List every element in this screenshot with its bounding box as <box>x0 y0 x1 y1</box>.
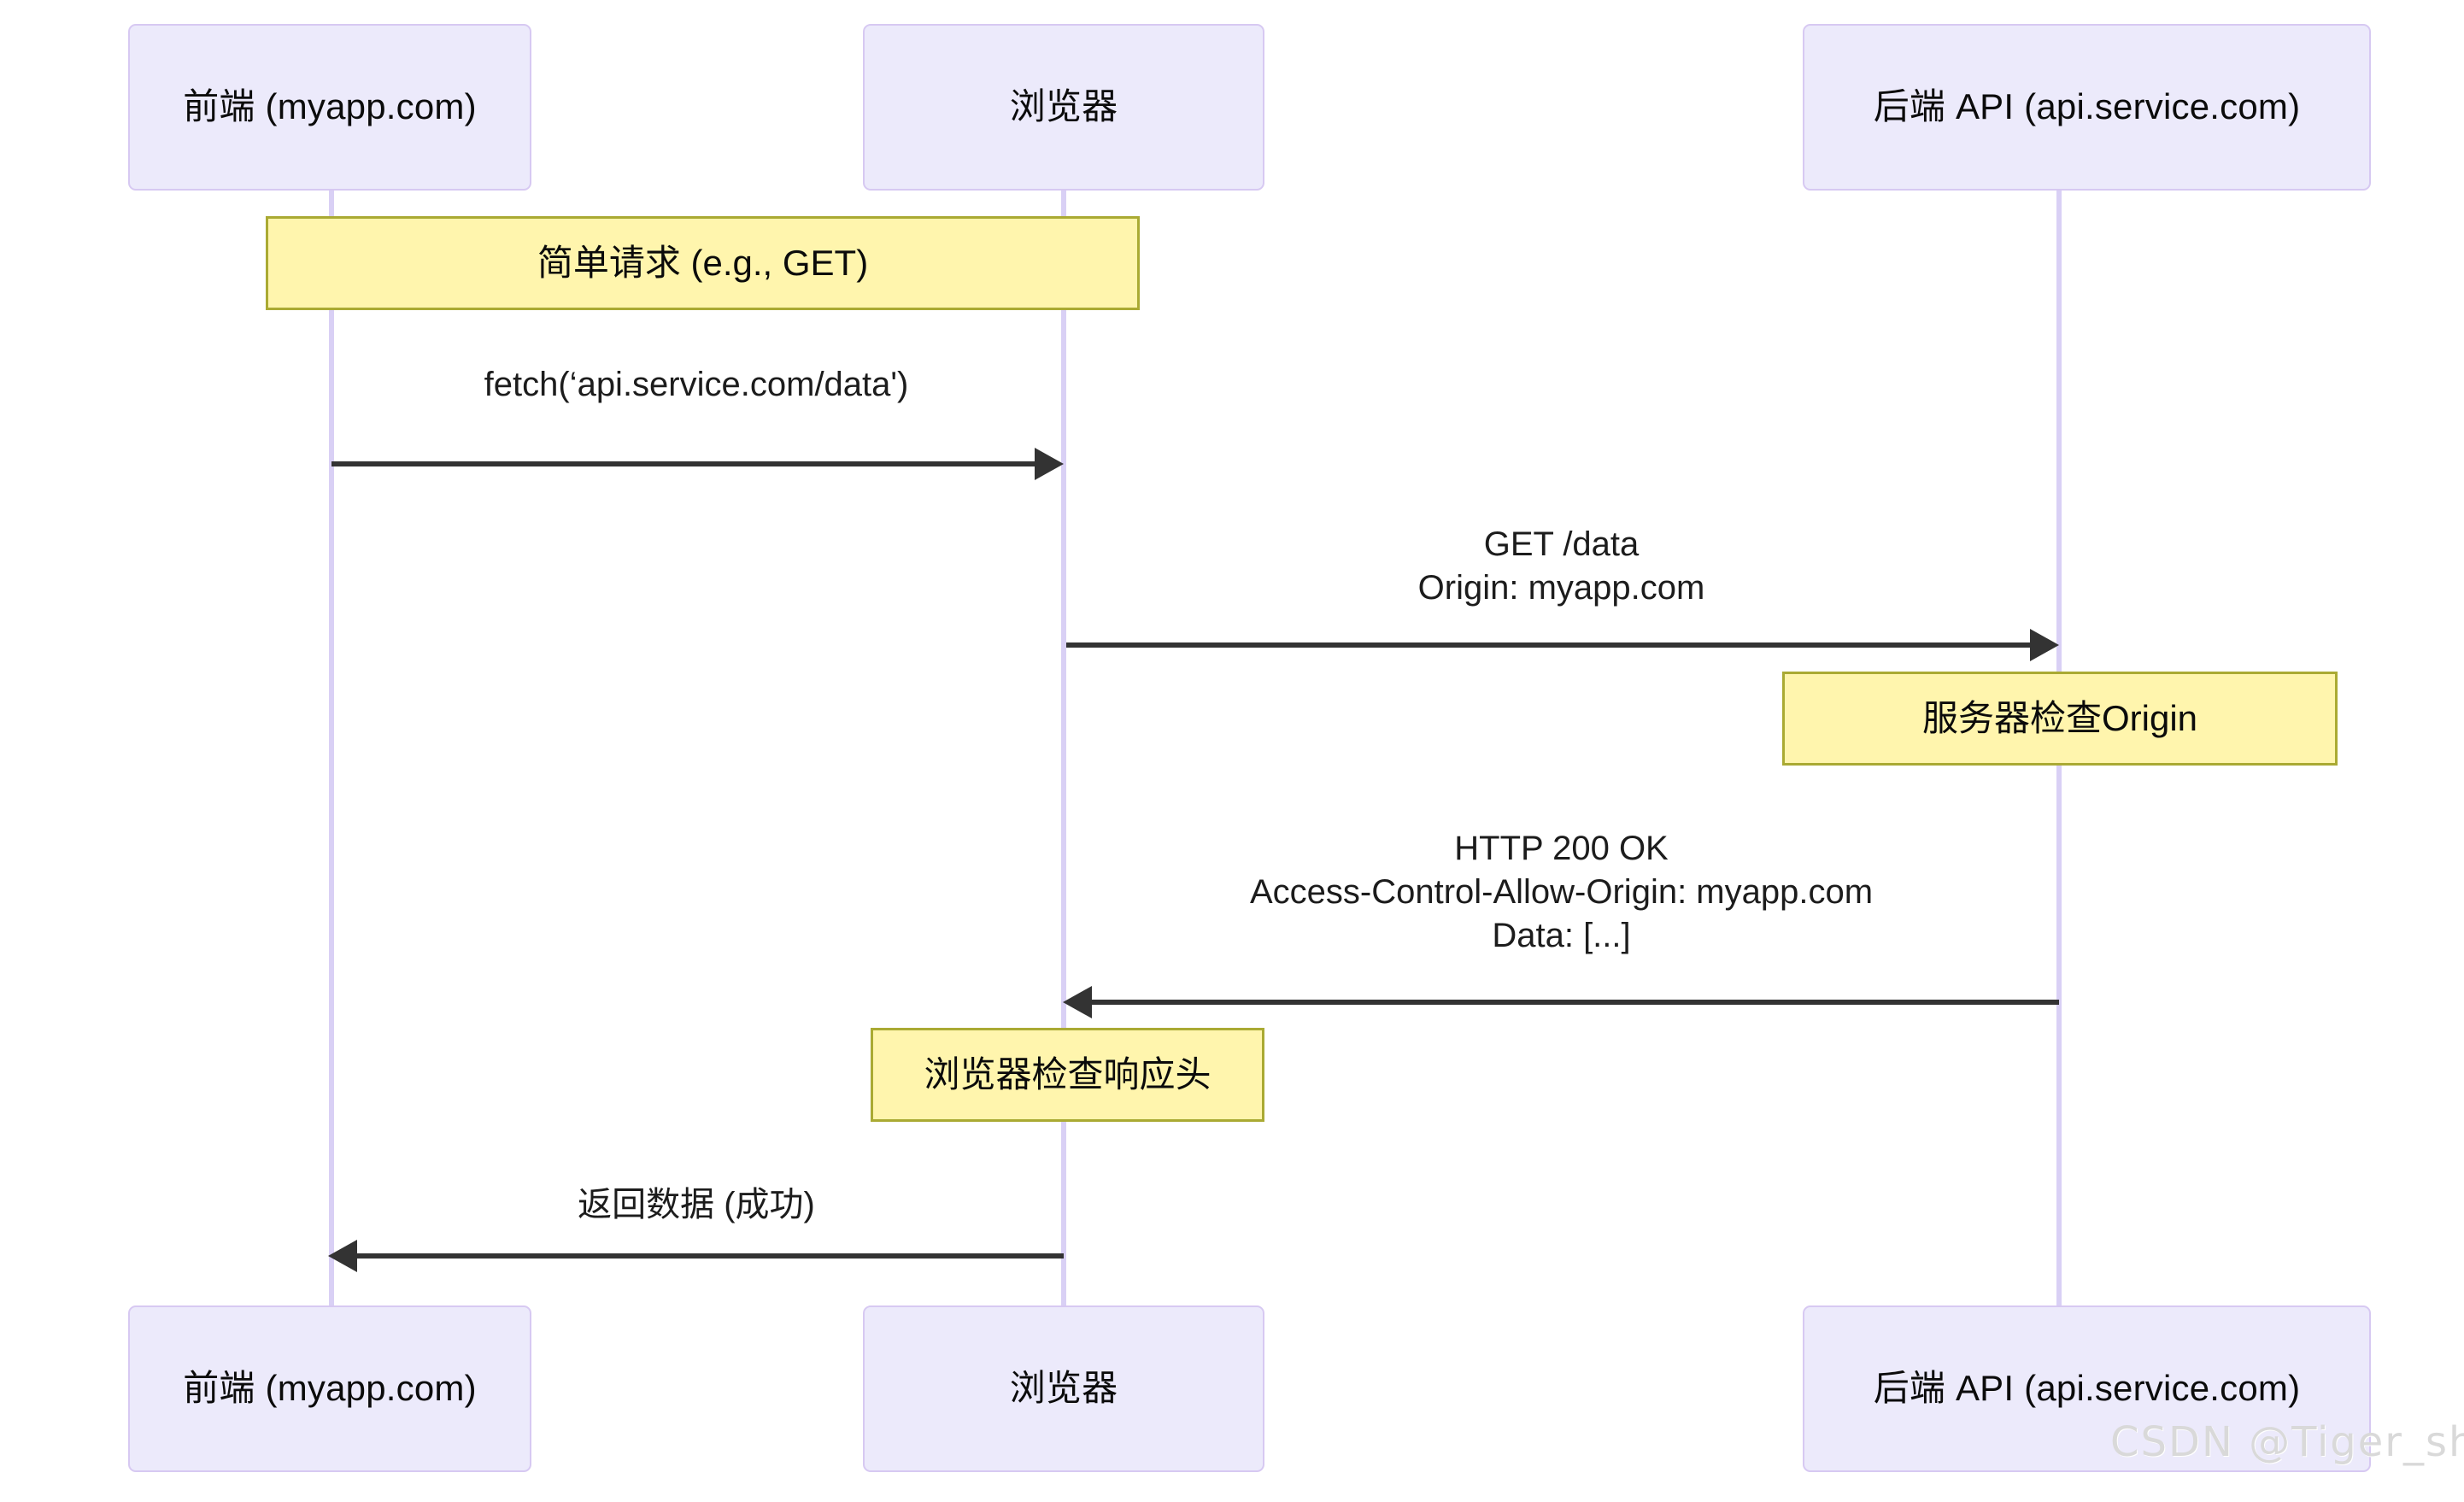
lifeline-browser <box>1061 191 1066 1305</box>
participant-label-frontend-bottom: 前端 (myapp.com) <box>183 1368 477 1409</box>
message-label-fetch: fetch(‘api.service.com/data') <box>484 366 909 403</box>
participant-box-browser-top[interactable]: 浏览器 <box>863 24 1264 191</box>
message-line-http-200 <box>1092 1000 2059 1005</box>
message-line-fetch <box>331 461 1035 466</box>
message-arrowhead-get-data <box>2030 629 2059 661</box>
participant-box-backend-bottom[interactable]: 后端 API (api.service.com) <box>1803 1305 2371 1472</box>
note-browser-check-label: 浏览器检查响应头 <box>924 1053 1211 1094</box>
lifeline-frontend <box>329 191 334 1305</box>
note-simple-request[interactable]: 简单请求 (e.g., GET) <box>266 216 1140 310</box>
note-server-check-label: 服务器检查Origin <box>1921 697 2198 738</box>
participant-label-backend: 后端 API (api.service.com) <box>1873 86 2301 127</box>
participant-label-backend-bottom: 后端 API (api.service.com) <box>1873 1368 2301 1409</box>
participant-box-frontend-bottom[interactable]: 前端 (myapp.com) <box>128 1305 531 1472</box>
participant-label-browser: 浏览器 <box>1009 86 1118 127</box>
participant-box-frontend-top[interactable]: 前端 (myapp.com) <box>128 24 531 191</box>
csdn-watermark: CSDN @Tiger_shl <box>2110 1418 2464 1466</box>
message-line-return-data <box>357 1253 1064 1259</box>
note-server-check[interactable]: 服务器检查Origin <box>1782 672 2338 766</box>
participant-label-browser-bottom: 浏览器 <box>1009 1368 1118 1409</box>
message-arrowhead-fetch <box>1035 448 1064 480</box>
participant-box-browser-bottom[interactable]: 浏览器 <box>863 1305 1264 1472</box>
participant-label-frontend: 前端 (myapp.com) <box>183 86 477 127</box>
message-arrowhead-http-200 <box>1063 986 1092 1018</box>
message-label-get-data: GET /data Origin: myapp.com <box>1417 525 1705 607</box>
message-label-return-data: 返回数据 (成功) <box>578 1186 815 1223</box>
message-line-get-data <box>1066 642 2032 648</box>
message-arrowhead-return-data <box>328 1240 357 1272</box>
participant-box-backend-top[interactable]: 后端 API (api.service.com) <box>1803 24 2371 191</box>
note-simple-request-label: 简单请求 (e.g., GET) <box>537 242 869 283</box>
note-browser-check[interactable]: 浏览器检查响应头 <box>871 1028 1264 1122</box>
message-label-http-200: HTTP 200 OK Access-Control-Allow-Origin:… <box>1249 830 1874 955</box>
